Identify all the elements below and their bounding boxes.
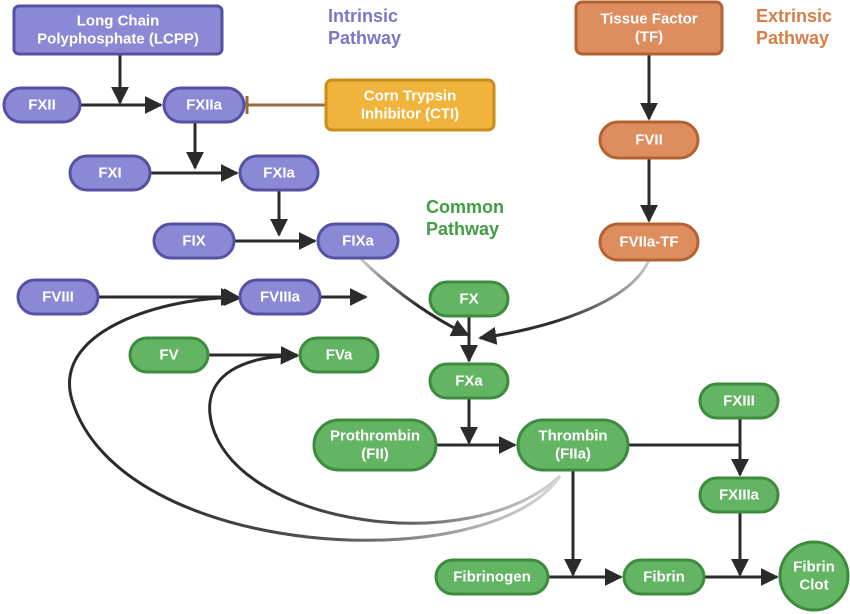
node-shape [598, 120, 700, 160]
node-shape [428, 280, 510, 318]
node-label: FXIa [263, 165, 295, 182]
node-fibrinogen: Fibrinogen [434, 558, 550, 596]
node-label: Inhibitor (CTI) [361, 106, 459, 123]
node-prothrombin: Prothrombin(FII) [312, 418, 438, 472]
node-label: Tissue Factor [600, 11, 697, 28]
node-fx: FX [428, 280, 510, 318]
node-label: FVIIa-TF [619, 234, 678, 251]
extrinsic-label-line: Extrinsic [756, 6, 832, 26]
node-shape [152, 222, 236, 260]
node-fva: FVa [298, 336, 380, 374]
node-shape [68, 154, 152, 192]
node-fv: FV [128, 336, 210, 374]
node-shape [324, 78, 496, 132]
node-label: (TF) [635, 29, 663, 46]
pathway-labels: IntrinsicPathwayExtrinsicPathwayCommonPa… [328, 6, 832, 239]
node-fxa: FXa [428, 362, 510, 400]
node-fxiii: FXIII [698, 382, 780, 420]
node-label: FVII [635, 132, 663, 149]
arrow-thrombin-feedback-fv [208, 346, 562, 525]
pathway-arrows [68, 54, 779, 586]
inhibition-line-cti-to-fxiia [245, 96, 326, 114]
node-fxiiia: FXIIIa [698, 476, 780, 514]
node-label: FIX [182, 233, 205, 250]
extrinsic-label-line: Pathway [756, 28, 829, 48]
node-tf: Tissue Factor(TF) [574, 0, 724, 56]
node-label: FX [459, 291, 478, 308]
node-label: FV [159, 347, 178, 364]
node-shape [128, 336, 210, 374]
node-shape [316, 222, 400, 260]
node-label: FVIIIa [260, 289, 301, 306]
node-label: Clot [799, 577, 828, 594]
node-fixa: FIXa [316, 222, 400, 260]
arrow-thrombin-feedback-fviii [68, 288, 562, 542]
node-label: FXa [455, 373, 483, 390]
node-label: FVa [326, 347, 353, 364]
node-fix: FIX [152, 222, 236, 260]
node-fviia-tf: FVIIa-TF [598, 222, 700, 262]
node-shape [298, 336, 380, 374]
node-shape [238, 278, 322, 316]
node-shape [698, 382, 780, 420]
node-label: Corn Trypsin [364, 88, 457, 105]
node-shape [312, 418, 438, 472]
node-shape [516, 418, 630, 472]
node-label: Thrombin [538, 428, 607, 445]
common-label-line: Pathway [426, 219, 499, 239]
node-shape [434, 558, 550, 596]
node-shape [162, 86, 246, 124]
node-label: Prothrombin [330, 428, 420, 445]
node-label: FXIIa [186, 97, 223, 114]
node-label: Fibrin [793, 559, 835, 576]
node-label: FXIIIa [719, 487, 760, 504]
node-label: (FIIa) [555, 446, 591, 463]
node-fxiia: FXIIa [162, 86, 246, 124]
node-fviiia: FVIIIa [238, 278, 322, 316]
node-shape [238, 154, 320, 192]
node-label: Fibrinogen [453, 569, 531, 586]
node-fxi: FXI [68, 154, 152, 192]
intrinsic-label-line: Intrinsic [328, 6, 398, 26]
common-label-line: Common [426, 197, 504, 217]
node-label: FXII [28, 97, 56, 114]
node-shape [12, 4, 224, 56]
node-label: FIXa [342, 233, 374, 250]
node-shape [698, 476, 780, 514]
node-label: FXIII [723, 393, 755, 410]
node-label: Fibrin [643, 569, 685, 586]
node-fviii: FVIII [16, 278, 100, 316]
node-shape [16, 278, 100, 316]
node-fxii: FXII [2, 86, 82, 124]
node-shape [778, 540, 850, 612]
node-shape [574, 0, 724, 56]
node-label: (FII) [361, 446, 389, 463]
node-label: Long Chain [77, 13, 160, 30]
node-label: FXI [98, 165, 121, 182]
node-shape [622, 558, 706, 596]
node-label: FVIII [42, 289, 74, 306]
node-fvii: FVII [598, 120, 700, 160]
node-thrombin: Thrombin(FIIa) [516, 418, 630, 472]
node-shape [598, 222, 700, 262]
intrinsic-label-line: Pathway [328, 28, 401, 48]
node-shape [428, 362, 510, 400]
node-shape [2, 86, 82, 124]
node-fxia: FXIa [238, 154, 320, 192]
node-label: Polyphosphate (LCPP) [37, 31, 199, 48]
node-fibrin: Fibrin [622, 558, 706, 596]
arrow-fixa-to-fx [358, 256, 470, 337]
arrow-fviia-tf-to-fx [478, 259, 651, 345]
